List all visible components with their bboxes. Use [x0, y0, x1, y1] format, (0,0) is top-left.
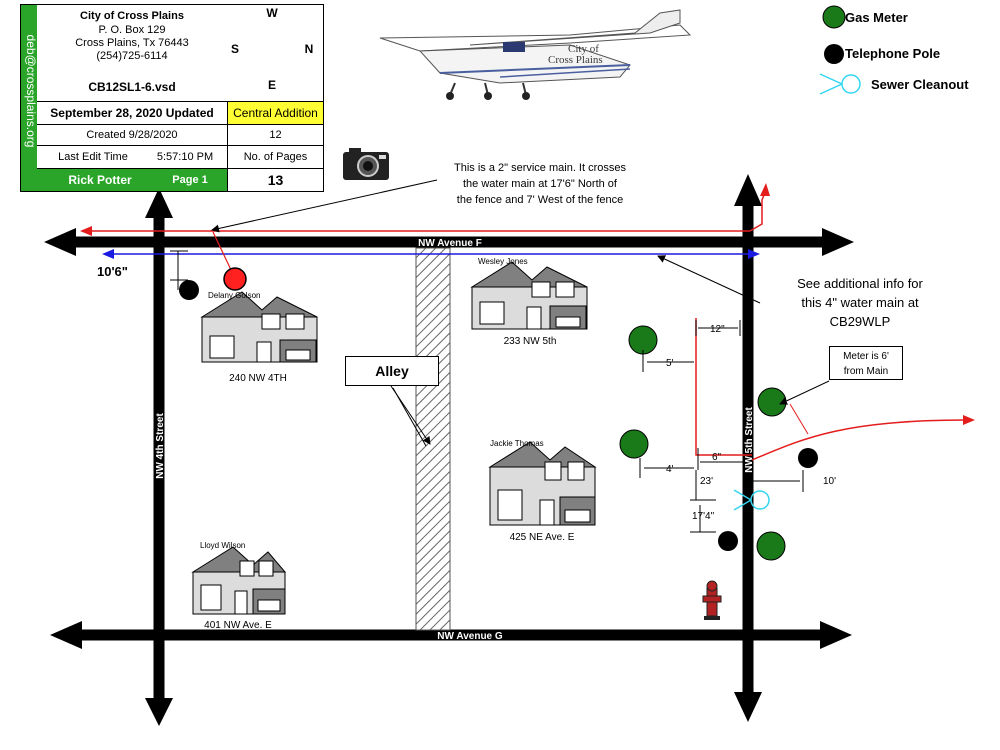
telephone-pole — [179, 280, 199, 300]
street-label-avenue-f: NW Avenue F — [418, 238, 482, 249]
street-label-nw-4th: NW 4th Street — [155, 413, 166, 479]
telephone-pole — [718, 531, 738, 551]
org-name: City of Cross Plains — [80, 10, 184, 22]
telephone-pole — [798, 448, 818, 468]
house-owner-label: Delany Golson — [208, 291, 260, 300]
service-main-note: This is a 2" service main. It crosses th… — [420, 160, 660, 208]
dimension-label: 6" — [712, 452, 722, 463]
meter-note-box: Meter is 6' from Main — [829, 346, 903, 380]
service-main-note-line: the water main at 17'6" North of — [463, 178, 617, 190]
house-401 — [191, 546, 287, 615]
house-address: 233 NW 5th — [504, 336, 557, 347]
page-count: 13 — [227, 169, 323, 191]
compass-north: N — [304, 42, 314, 56]
service-connection-point — [223, 267, 247, 291]
house-425 — [488, 441, 597, 526]
alley-strip — [415, 247, 451, 631]
plane-text: City of — [568, 43, 599, 55]
title-block-side-bar — [21, 5, 37, 191]
compass-east: E — [267, 78, 276, 92]
house-address: 401 NW Ave. E — [204, 620, 272, 631]
water-main-note-line: this 4" water main at — [801, 295, 919, 310]
side-email[interactable]: deb@crossplains.org — [24, 34, 38, 148]
dimension-label: 23' — [700, 476, 713, 487]
water-main-note: See additional info for this 4" water ma… — [765, 274, 955, 331]
updated-date: September 28, 2020 Updated — [50, 106, 214, 120]
legend-gas-meter-label: Gas Meter — [845, 10, 908, 25]
city-state: Cross Plains, Tx 76443 — [75, 36, 189, 49]
red-main-east — [695, 318, 967, 461]
dimension-label: 4' — [666, 464, 674, 475]
pointer-lines — [211, 179, 830, 447]
fire-hydrant-icon — [702, 580, 722, 620]
house-owner-label: Wesley Jones — [478, 257, 528, 266]
street-avenue-g — [50, 621, 852, 649]
camera-icon[interactable] — [343, 148, 389, 180]
legend-telephone-pole-label: Telephone Pole — [845, 46, 941, 61]
water-main-note-line: CB29WLP — [829, 314, 891, 329]
dimension-label: 10'6" — [97, 264, 128, 279]
created-number: 12 — [227, 125, 323, 145]
plane-text: Cross Plains — [548, 54, 603, 66]
dimension-lines — [170, 250, 804, 533]
meter-note-line: from Main — [843, 366, 889, 377]
author-name: Rick Potter — [68, 173, 132, 187]
file-name: CB12SL1-6.vsd — [88, 80, 176, 94]
phone: (254)725-6114 — [96, 49, 168, 62]
created-date: Created 9/28/2020 — [86, 129, 178, 141]
gas-meter — [757, 387, 787, 417]
house-240 — [200, 291, 318, 363]
pages-label: No. of Pages — [227, 146, 323, 168]
gas-meter — [756, 531, 786, 561]
last-edit-time: 5:57:10 PM — [156, 151, 214, 163]
compass-south: S — [230, 42, 239, 56]
airplane-logo — [379, 9, 692, 100]
house-233 — [470, 261, 588, 330]
alley-label: Alley — [345, 356, 439, 386]
dimension-label: 12" — [710, 324, 725, 335]
dimension-label: 17'4" — [692, 511, 715, 522]
house-owner-label: Jackie Thomas — [490, 439, 544, 448]
service-main-note-line: This is a 2" service main. It crosses — [453, 162, 626, 174]
street-label-nw-5th: NW 5th Street — [744, 407, 755, 473]
sewer-cleanout — [733, 489, 770, 511]
page-number: Page 1 — [172, 174, 208, 186]
street-label-avenue-g: NW Avenue G — [437, 631, 503, 642]
gas-meter — [628, 325, 658, 355]
last-edit-label: Last Edit Time — [58, 151, 128, 163]
water-main-note-line: See additional info for — [797, 276, 923, 291]
service-main-note-line: the fence and 7' West of the fence — [456, 194, 624, 206]
po-box: P. O. Box 129 — [98, 23, 166, 36]
street-nw-5th — [734, 174, 762, 722]
compass-west: W — [266, 6, 278, 20]
legend-gas-meter-icon — [822, 5, 846, 29]
gas-meter — [619, 429, 649, 459]
house-address: 240 NW 4TH — [229, 373, 287, 384]
author-bar — [37, 169, 227, 191]
legend-sewer-cleanout-icon — [819, 73, 861, 95]
legend-sewer-cleanout-label: Sewer Cleanout — [871, 77, 969, 92]
meter-note-line: Meter is 6' — [843, 351, 889, 362]
addition-badge: Central Addition — [227, 102, 323, 124]
street-avenue-f — [44, 228, 854, 256]
street-nw-4th — [145, 188, 173, 726]
house-owner-label: Lloyd Wilson — [200, 541, 245, 550]
title-block: deb@crossplains.org City of Cross Plains… — [20, 4, 324, 192]
legend-telephone-pole-icon — [824, 44, 844, 64]
dimension-label: 5' — [666, 358, 674, 369]
house-address: 425 NE Ave. E — [510, 532, 575, 543]
dimension-label: 10' — [823, 476, 836, 487]
